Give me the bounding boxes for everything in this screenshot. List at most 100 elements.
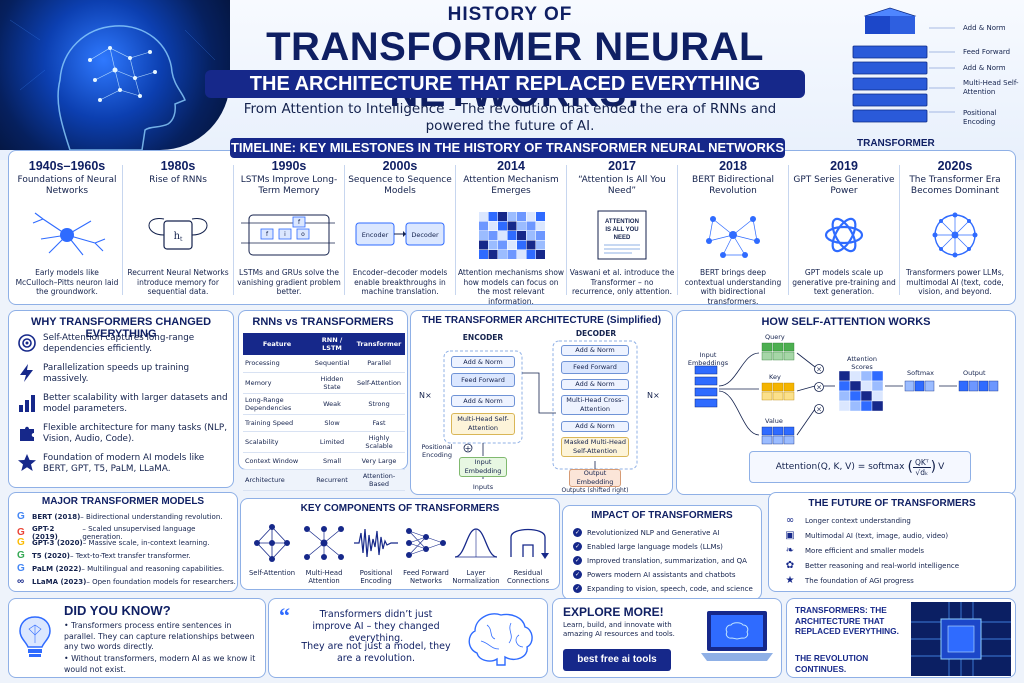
inputs-label: Inputs: [472, 483, 494, 491]
timeline-separator: [677, 165, 678, 295]
tagline: From Attention to Intelligence – The rev…: [243, 101, 777, 134]
svg-text:×: ×: [816, 406, 822, 414]
did-you-know-item: • Transformers process entire sentences …: [64, 621, 255, 651]
media-icon: ▣: [785, 530, 795, 541]
residual-icon: [510, 528, 549, 559]
globe-network-icon: [901, 209, 1009, 265]
best-free-ai-tools-button[interactable]: best free ai tools: [563, 649, 671, 671]
decoder-block: Add & Norm: [561, 379, 629, 390]
timeline-year: 2020s: [937, 159, 973, 173]
brain-icon: [468, 613, 533, 666]
timeline-separator: [788, 165, 789, 295]
input-embeddings-label: Input Embeddings: [687, 351, 729, 367]
component-label: Feed Forward Networks: [403, 569, 449, 585]
component-label: Multi-Head Attention: [305, 569, 343, 585]
star-icon: [18, 454, 36, 471]
waveform-icon: [354, 528, 398, 558]
formula-fraction: QKᵀ √dₖ: [912, 458, 931, 477]
brain-icon: ✿: [785, 560, 795, 571]
stack-label: Add & Norm: [963, 24, 1006, 32]
decoder-block: Multi-Head Cross-Attention: [561, 395, 629, 415]
impact-item-text: Powers modern AI assistants and chatbots: [587, 570, 736, 579]
timeline-name: Sequence to Sequence Models: [348, 175, 452, 196]
formula-paren-open: (: [907, 459, 913, 475]
input-embedding-block: Input Embedding: [459, 457, 507, 477]
why-panel: WHY TRANSFORMERS CHANGED EVERYTHING Self…: [8, 310, 234, 488]
transformer-stack-illustration: Add & Norm Feed Forward Add & Norm Multi…: [845, 6, 1020, 156]
impact-item: ✓Revolutionized NLP and Generative AI: [573, 528, 720, 537]
future-item-text: The foundation of AGI progress: [805, 576, 914, 585]
output-label: Output: [963, 369, 986, 377]
encoder-label: ENCODER: [462, 333, 504, 342]
model-name: GPT-2 (2019): [31, 525, 58, 541]
timeline-desc: Early models like McCulloch–Pitts neuron…: [15, 268, 119, 296]
query-label: Query: [765, 333, 785, 341]
table-cell: Self-Attention: [353, 372, 405, 394]
subtitle-banner: THE ARCHITECTURE THAT REPLACED EVERYTHIN…: [205, 70, 805, 98]
neuron-icon: [13, 209, 121, 265]
table-cell: Small: [311, 452, 354, 470]
component-residual: Residual Connections: [503, 523, 553, 585]
attention-score-cell: [838, 390, 851, 402]
formula-paren-close: ): [930, 459, 937, 475]
why-item-text: Parallelization speeds up training massi…: [43, 363, 190, 384]
leaf-icon: ❧: [785, 545, 795, 556]
encoder-block: Add & Norm: [451, 356, 515, 368]
why-item: Parallelization speeds up training massi…: [17, 363, 229, 385]
impact-item-text: Improved translation, summarization, and…: [587, 556, 747, 565]
why-item-text: Self-Attention captures long-range depen…: [43, 333, 195, 354]
why-item: Flexible architecture for many tasks (NL…: [17, 423, 229, 445]
model-name: LLaMA (2023): [32, 578, 87, 586]
multi-head-icon: [304, 526, 344, 560]
did-you-know-title: DID YOU KNOW?: [64, 603, 171, 618]
svg-text:o: o: [301, 231, 305, 238]
check-icon: ✓: [573, 528, 582, 537]
future-item: ❧More efficient and smaller models: [783, 545, 924, 556]
table-cell: Attention-Based: [353, 469, 405, 491]
component-layer-norm: Layer Normalization: [451, 523, 501, 585]
table-cell: Hidden State: [311, 372, 354, 394]
google-icon: G: [17, 550, 25, 561]
component-feed-forward: Feed Forward Networks: [401, 523, 451, 585]
future-panel: THE FUTURE OF TRANSFORMERS ∞Longer conte…: [768, 492, 1016, 592]
meta-icon: ∞: [17, 576, 25, 587]
table-cell: Slow: [311, 414, 354, 432]
timeline-desc: Encoder–decoder models enable breakthrou…: [352, 268, 448, 296]
components-title: KEY COMPONENTS OF TRANSFORMERS: [300, 503, 500, 514]
attention-score-cell: [838, 370, 851, 382]
attention-score-cell: [860, 390, 873, 402]
self-attention-diagram: ×××: [694, 342, 999, 445]
check-icon: ✓: [573, 556, 582, 565]
table-cell: Context Window: [243, 452, 311, 470]
table-cell: Parallel: [353, 355, 405, 373]
table-cell: Training Speed: [243, 414, 311, 432]
why-item-text: Foundation of modern AI models like BERT…: [43, 453, 205, 474]
timeline-year: 2000s: [382, 159, 418, 173]
table-cell: Long-Range Dependencies: [243, 393, 311, 415]
svg-text:Decoder: Decoder: [411, 231, 439, 239]
quote-line-2: They are not just a model, they are a re…: [301, 641, 451, 664]
table-cell: Strong: [353, 393, 405, 415]
table-cell: Weak: [311, 393, 354, 415]
attention-score-cell: [838, 380, 851, 392]
future-item: ∞Longer context understanding: [783, 515, 911, 526]
timeline-desc: Attention mechanisms show how models can…: [457, 268, 565, 306]
attention-score-cell: [871, 400, 884, 412]
timeline-year: 2017: [608, 159, 636, 173]
model-name: BERT (2018): [32, 513, 81, 521]
attention-score-cell: [849, 370, 862, 382]
chip-icon: [911, 602, 1011, 676]
did-you-know-text: Without transformers, modern AI as we kn…: [64, 654, 256, 674]
key-label: Key: [769, 373, 781, 381]
stars-icon: ★: [785, 575, 795, 586]
self-attention-icon: [254, 524, 290, 562]
outputs-label: Outputs (shifted right): [561, 487, 629, 494]
stack-label: Feed Forward: [963, 48, 1011, 56]
